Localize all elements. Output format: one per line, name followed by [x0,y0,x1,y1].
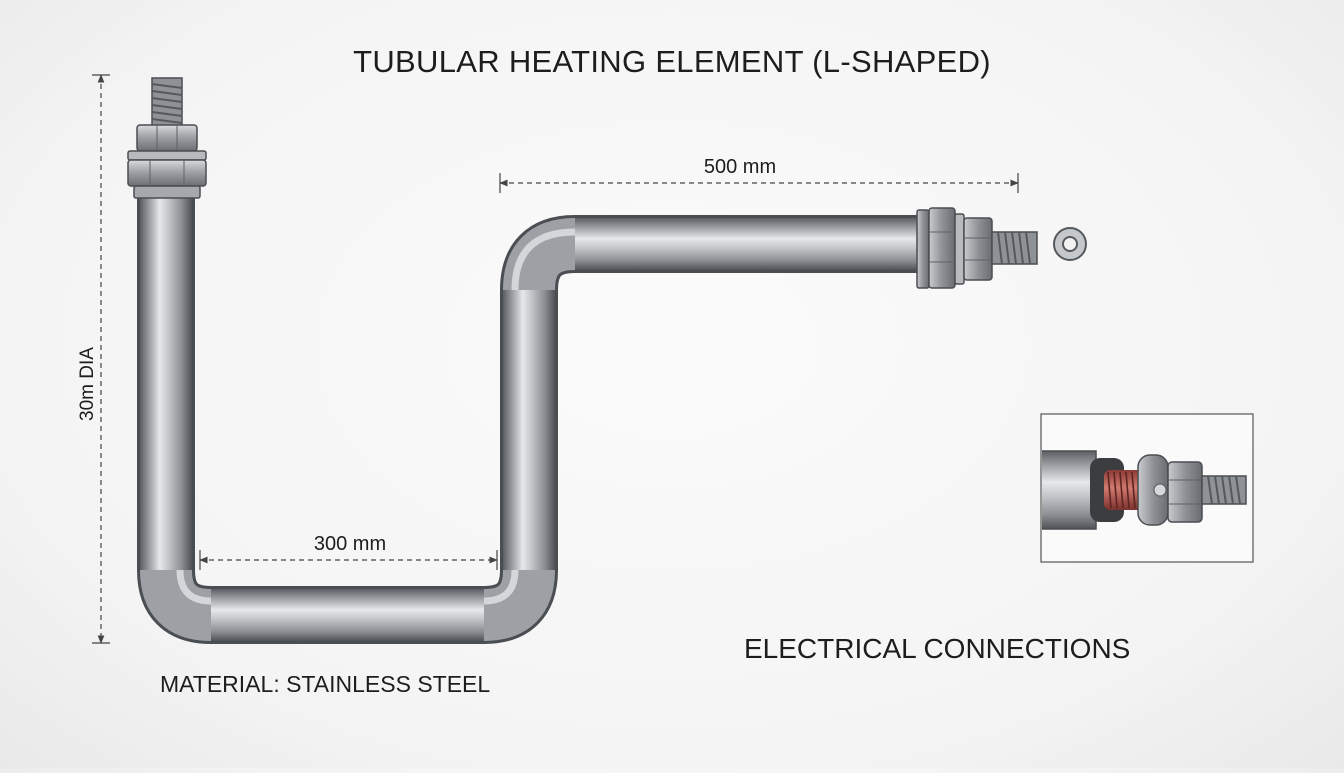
tube-body [137,195,925,644]
right-terminal [916,207,1087,289]
left-washer [127,150,207,161]
inset-tube-end [1042,450,1097,530]
electrical-connections-label: ELECTRICAL CONNECTIONS [744,633,1131,664]
diagram-title: TUBULAR HEATING ELEMENT (L-SHAPED) [353,44,991,79]
diameter-label: 30m DIA [77,347,98,421]
left-terminal [127,77,207,199]
inset-nut [1167,461,1203,523]
bottom-length-label: 300 mm [313,533,387,555]
dimension-lines [92,74,1019,644]
left-vertical-leg [140,195,192,570]
right-washer [954,213,965,285]
connection-detail-inset [1040,413,1254,563]
left-lower-nut [127,159,207,187]
bottom-horizontal-leg [211,589,484,641]
middle-vertical-leg [503,290,555,570]
right-inner-nut [928,207,956,289]
top-length-label: 500 mm [703,156,777,178]
material-label: MATERIAL: STAINLESS STEEL [160,671,491,697]
top-horizontal-leg [575,218,925,270]
right-outer-nut [963,217,993,281]
left-upper-nut [136,124,198,152]
